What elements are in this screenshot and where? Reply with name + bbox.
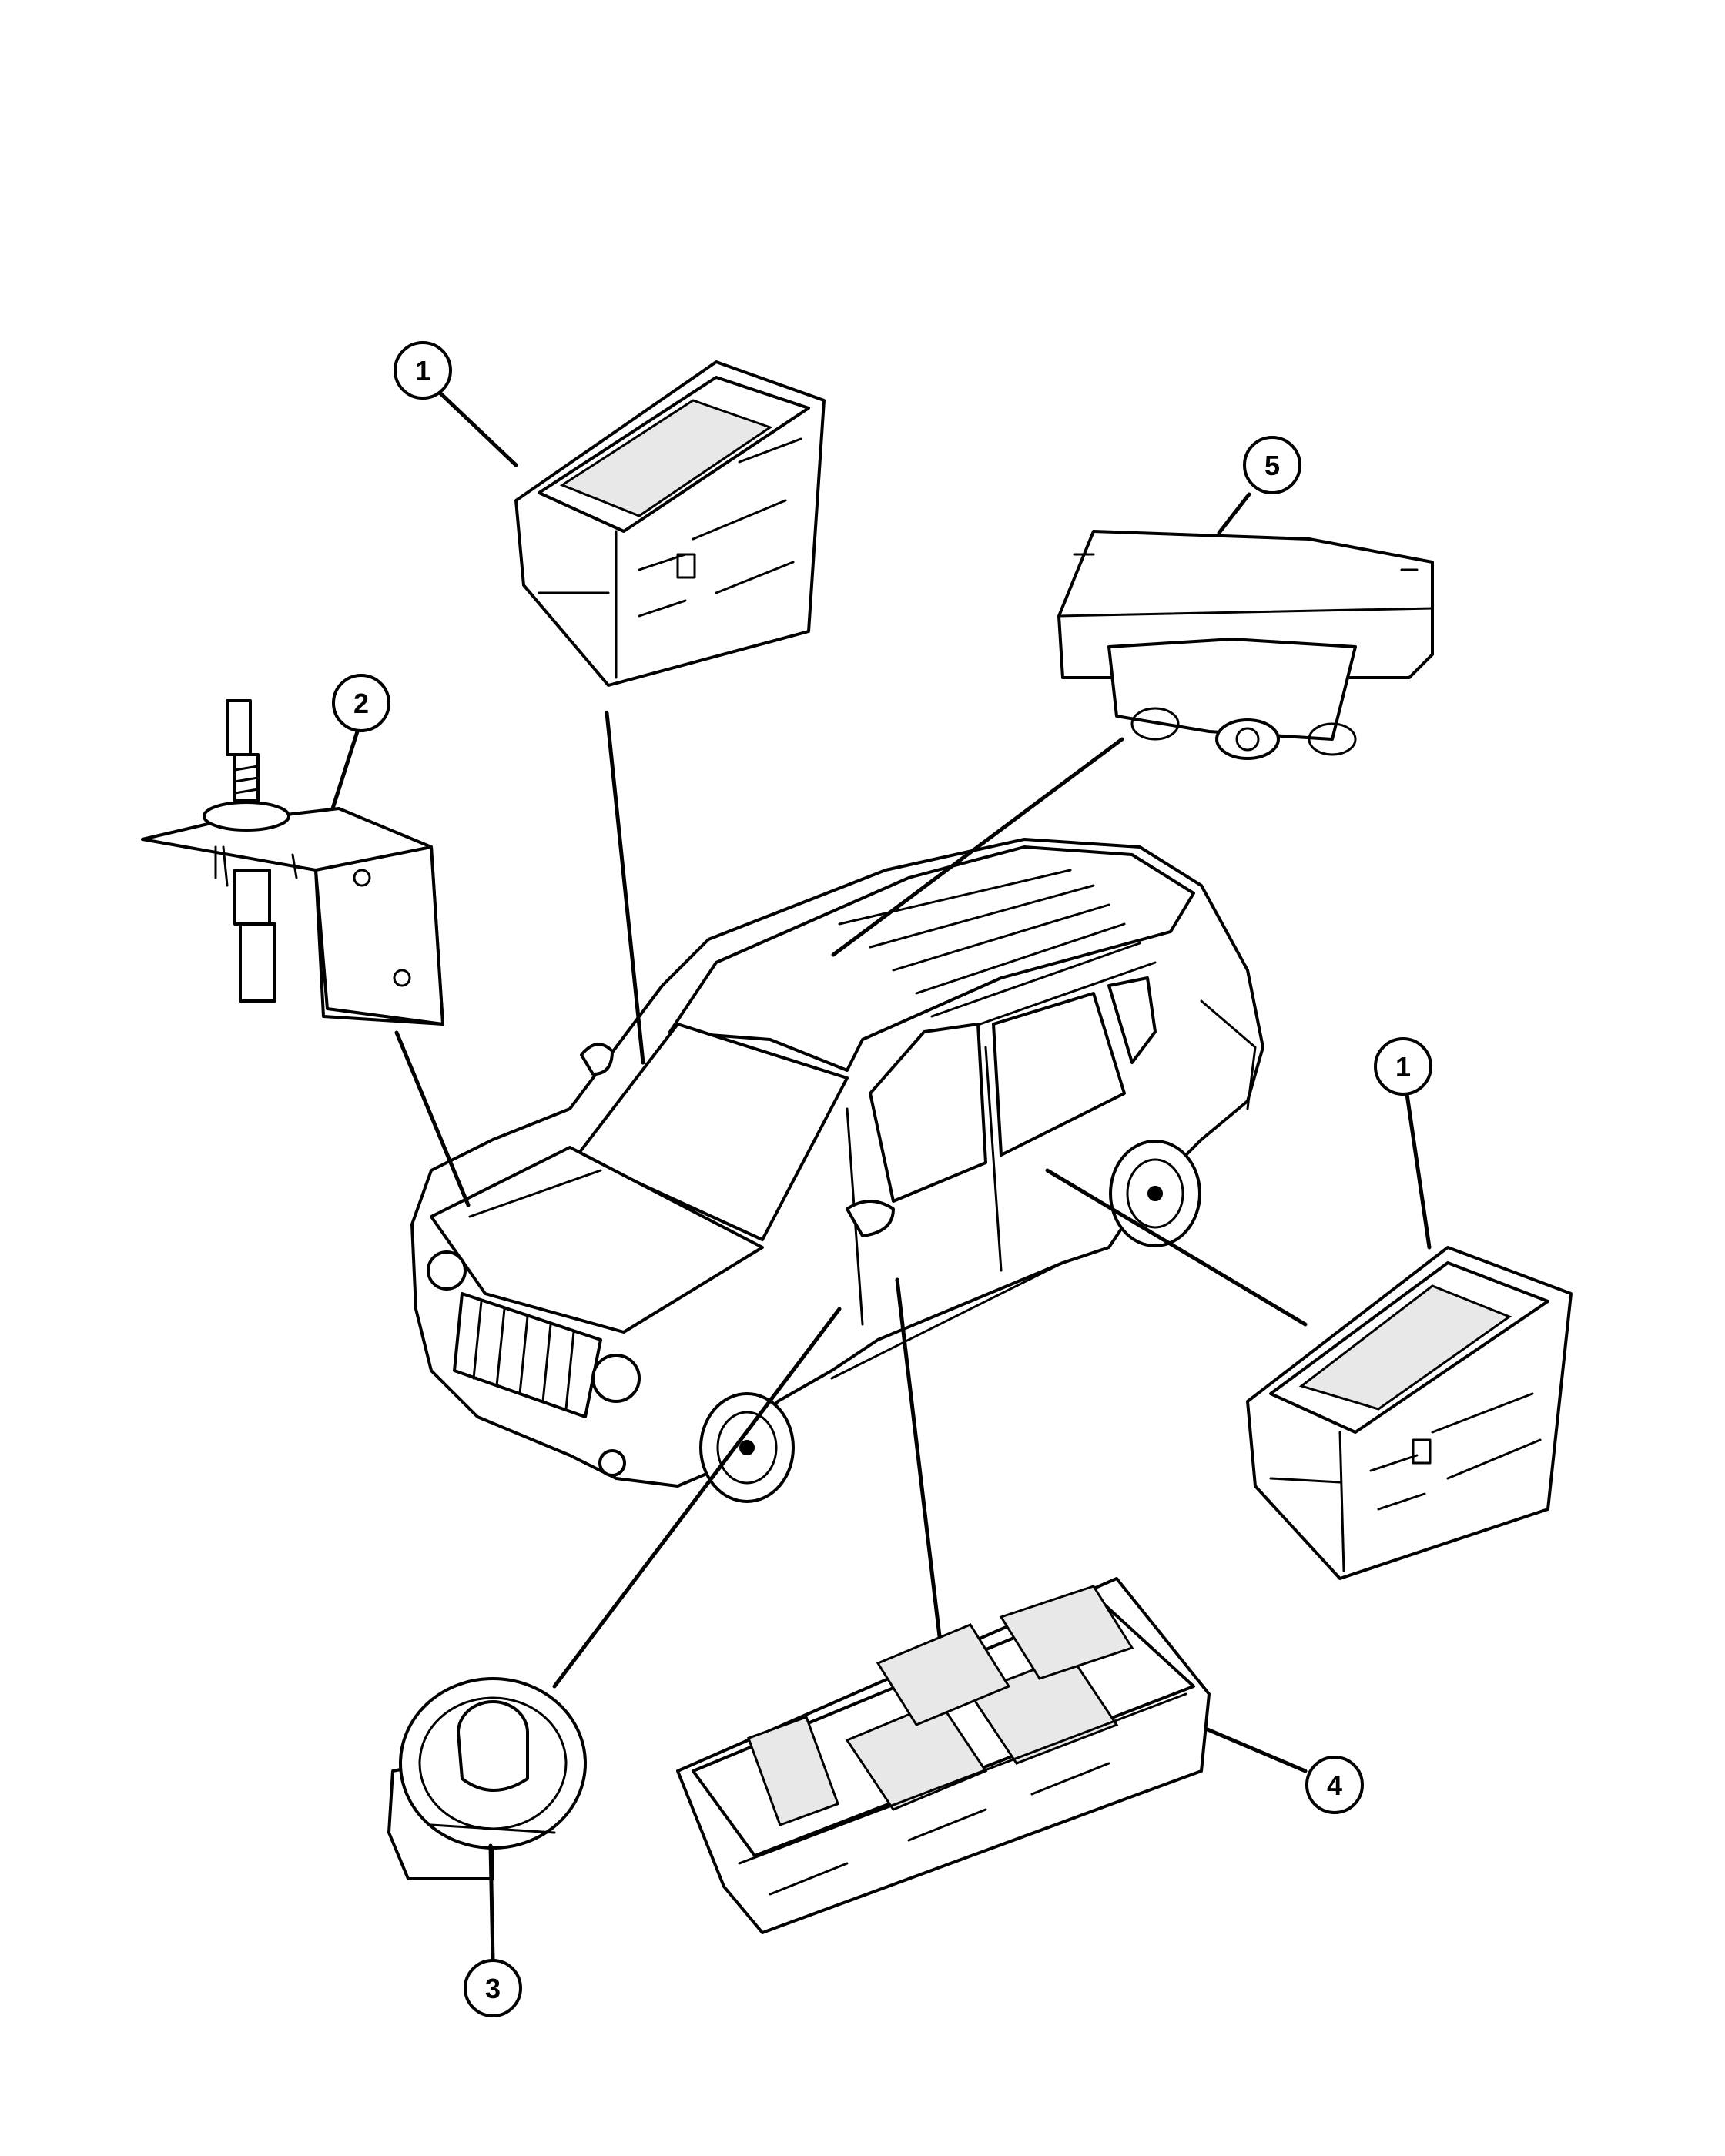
callout-label: 1: [1395, 1051, 1411, 1083]
leader-3-vehicle: [552, 1307, 842, 1689]
mirror-switch-illustration: [387, 1677, 587, 1880]
callout-5: 5: [1243, 436, 1301, 494]
callout-label: 4: [1327, 1769, 1342, 1801]
leader-3-callout: [488, 1843, 495, 1962]
leader-5-vehicle: [831, 737, 1124, 957]
leader-4-callout: [1205, 1727, 1308, 1773]
callout-circle: [394, 341, 452, 400]
callout-circle: [1305, 1756, 1364, 1814]
callout-circle: [1243, 436, 1301, 494]
callout-label: 5: [1264, 450, 1280, 481]
callout-4: 4: [1305, 1756, 1364, 1814]
leader-lines: [330, 390, 1432, 1962]
leader-2-callout: [330, 729, 360, 811]
callout-circle: [332, 674, 390, 732]
overhead-control-illustration: [1057, 530, 1434, 760]
sensor-bracket-illustration: [141, 699, 444, 1026]
leader-1a-vehicle: [605, 711, 645, 1065]
leader-1b-vehicle: [1045, 1168, 1308, 1327]
callout-label: 3: [485, 1973, 501, 2004]
leader-1a-callout: [437, 390, 518, 467]
callout-2: 2: [332, 674, 390, 732]
callout-3: 3: [464, 1959, 522, 2017]
callout-label: 2: [353, 688, 369, 719]
callout-1-top: 1: [394, 341, 452, 400]
master-switch-illustration: [676, 1577, 1211, 1934]
window-switch-top-illustration: [514, 360, 826, 687]
vehicle-illustration: [410, 838, 1264, 1503]
leader-5-callout: [1217, 492, 1251, 535]
window-switch-right-illustration: [1246, 1246, 1573, 1580]
leader-4-vehicle: [895, 1277, 942, 1639]
callout-circle: [1374, 1037, 1432, 1096]
callout-circle: [464, 1959, 522, 2017]
leader-1b-callout: [1405, 1092, 1432, 1250]
leader-2-vehicle: [394, 1030, 471, 1207]
callout-label: 1: [415, 355, 430, 387]
callout-1-right: 1: [1374, 1037, 1432, 1096]
